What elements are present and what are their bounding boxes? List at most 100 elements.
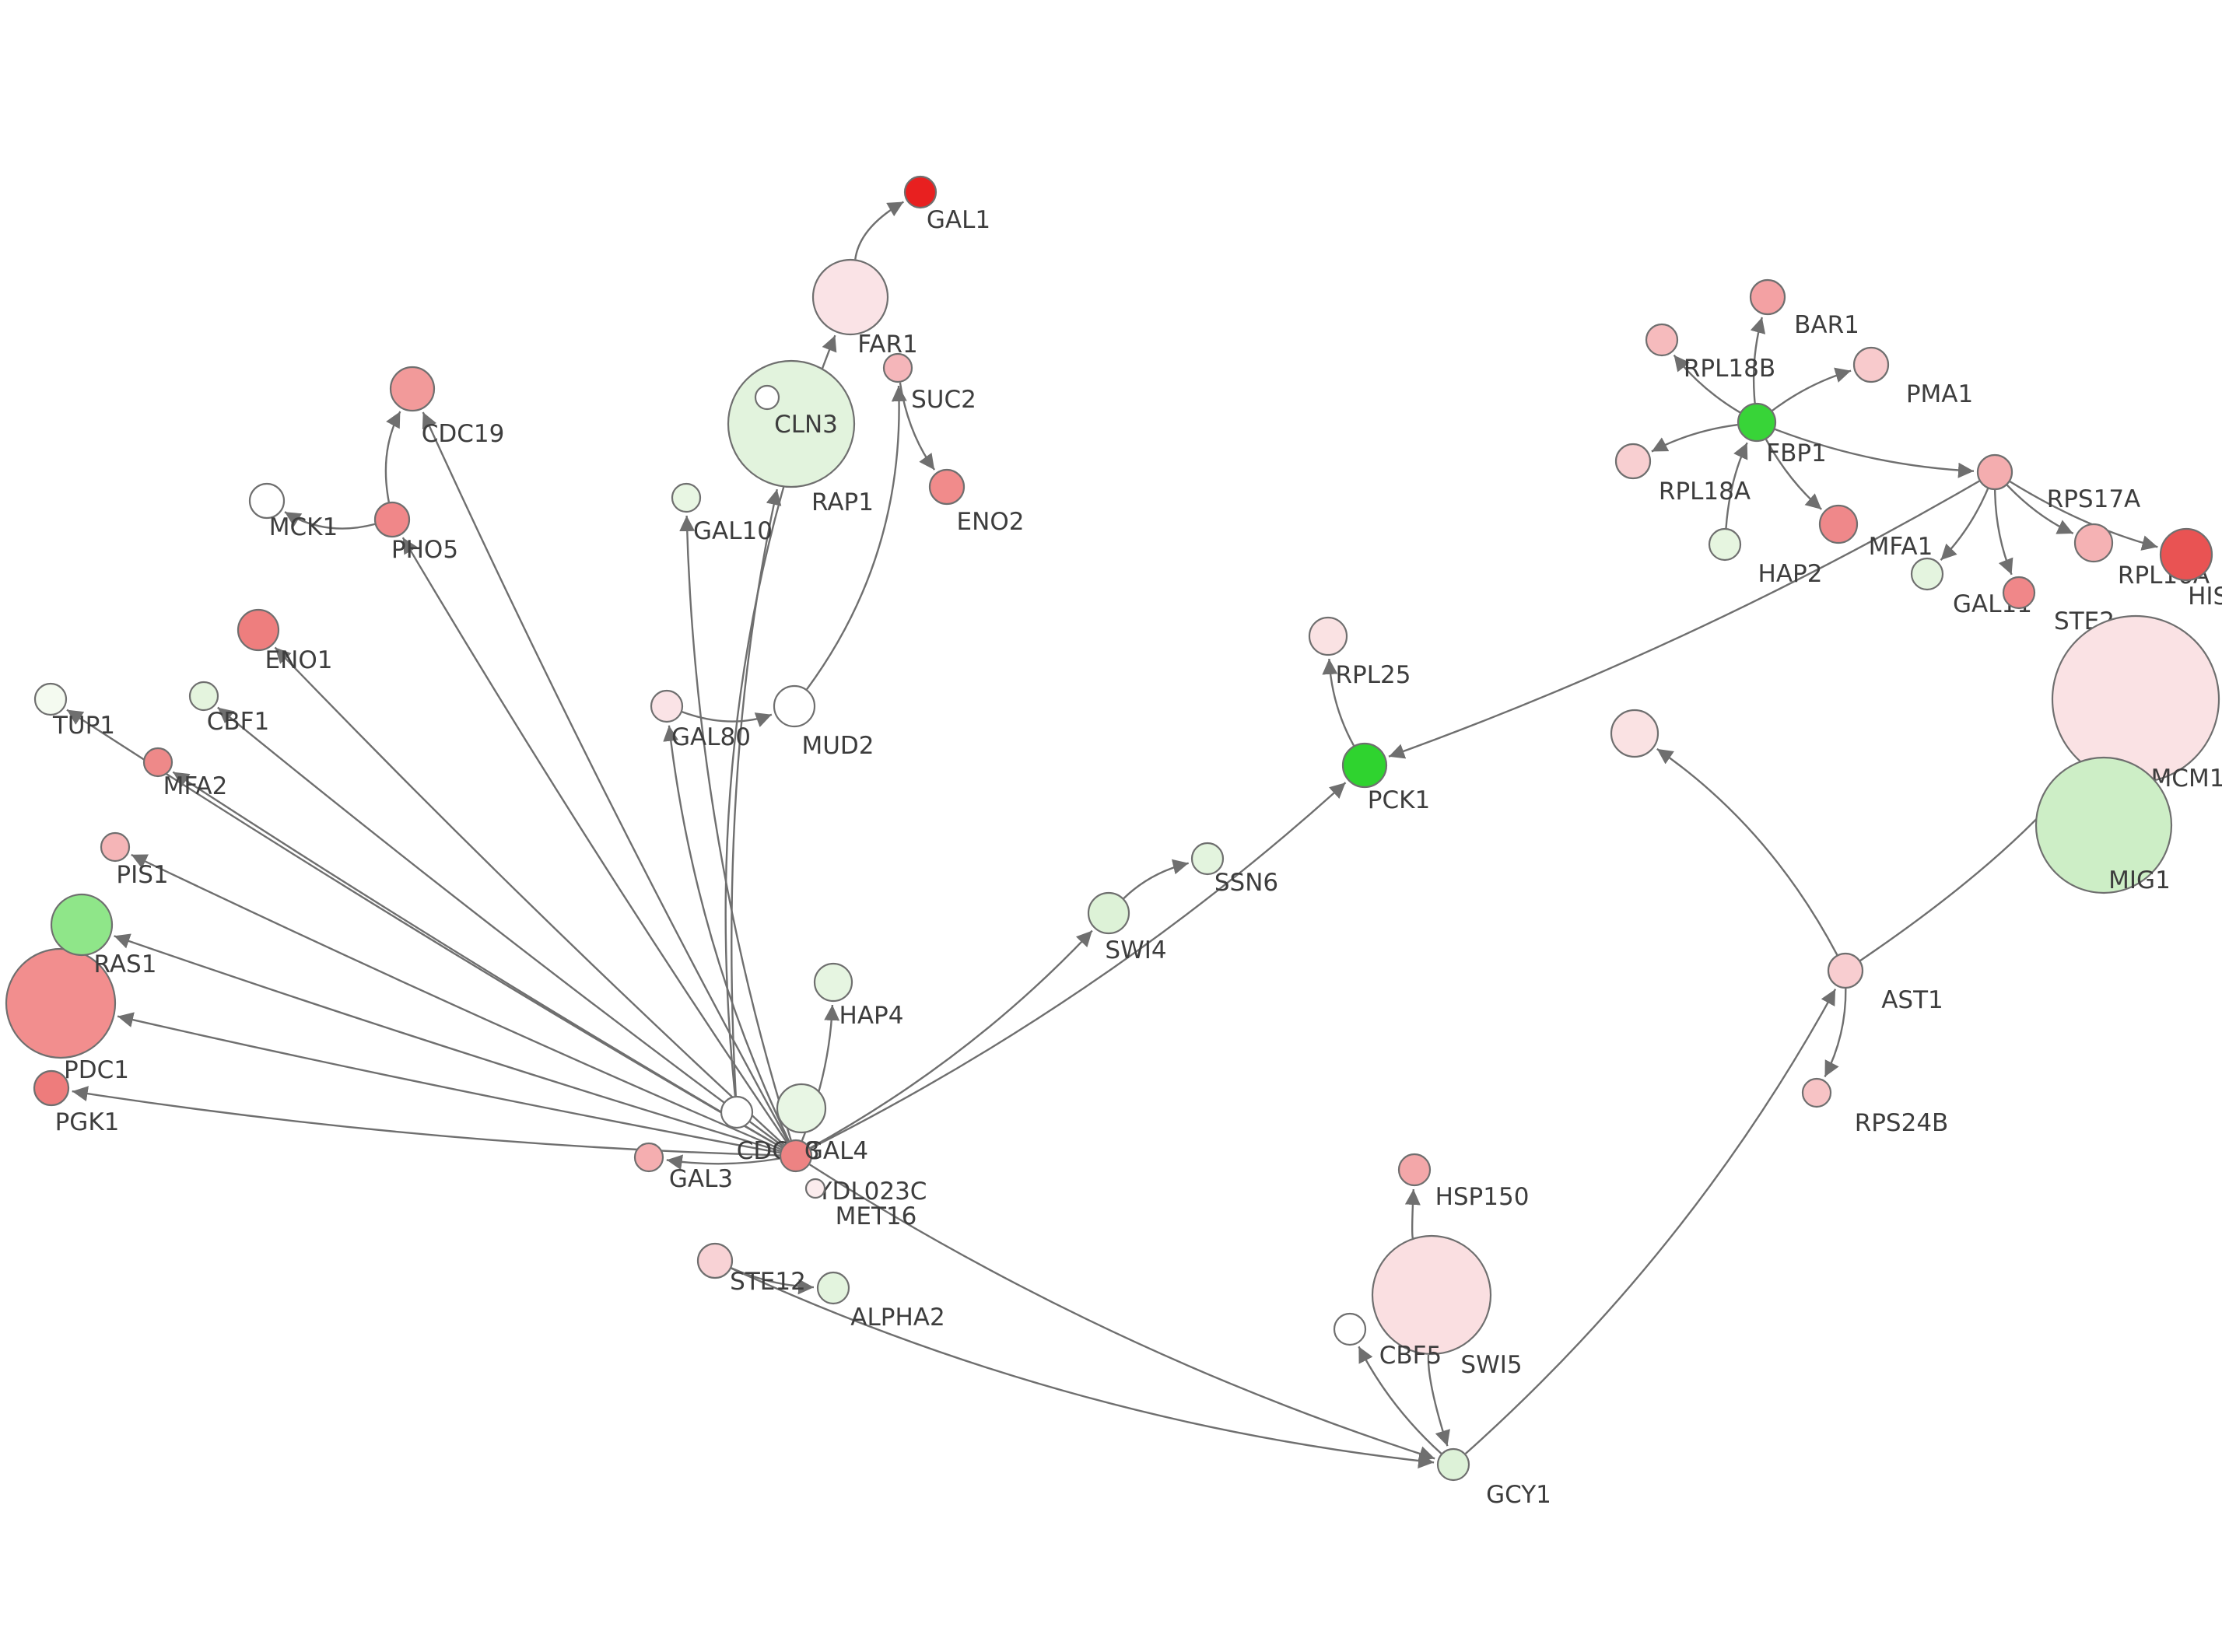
node-CBF1[interactable] — [188, 681, 219, 712]
node-RAS1[interactable] — [50, 893, 114, 957]
edge-SWI5-HSP150[interactable] — [1404, 1188, 1421, 1239]
edge-FBP1-RPL18A[interactable] — [1651, 424, 1738, 453]
node-FBP1[interactable] — [1737, 402, 1777, 443]
edge-GAL4-GCY1[interactable] — [809, 1164, 1435, 1461]
node-MCM1[interactable] — [2051, 614, 2220, 784]
edge-GAL4-SWI4[interactable] — [809, 929, 1093, 1149]
edge-GAL4-PDC1[interactable] — [117, 1012, 780, 1154]
node-RAP1[interactable] — [754, 384, 780, 411]
node-RPS24B[interactable] — [1801, 1077, 1832, 1108]
node-MFA1[interactable] — [1818, 504, 1859, 544]
edge-AST1-NODE1[interactable] — [1656, 747, 1838, 956]
edge-SWI5-GCY1[interactable] — [1427, 1354, 1450, 1447]
edge-RPS17A-PCK1[interactable] — [1388, 480, 1980, 759]
edge-RPS17A-GAL11[interactable] — [1940, 488, 1989, 561]
edge-FBP1-BAR1[interactable] — [1750, 317, 1766, 404]
node-MIG1[interactable] — [2034, 756, 2173, 894]
edge-GAL4-PHO5[interactable] — [401, 537, 788, 1143]
node-RPS17A[interactable] — [1976, 453, 2013, 491]
node-SSN6[interactable] — [1190, 842, 1225, 876]
node-PCK1[interactable] — [1341, 742, 1388, 789]
edge-RPS17A-STE2[interactable] — [1994, 489, 2013, 576]
node-GAL4[interactable] — [779, 1139, 813, 1173]
node-CDC28[interactable] — [720, 1095, 754, 1129]
edge-HAP2-FBP1[interactable] — [1725, 442, 1748, 529]
node-GAL1[interactable] — [903, 175, 938, 209]
node-HSP150[interactable] — [1397, 1153, 1432, 1187]
edge-CDC28-CLN3[interactable] — [731, 488, 782, 1097]
edge-GAL4-PGK1[interactable] — [72, 1086, 780, 1157]
node-YDL023C[interactable] — [776, 1083, 827, 1134]
edge-GAL4-GAL80[interactable] — [663, 725, 790, 1142]
edge-GCY1-AST1[interactable] — [1464, 989, 1837, 1454]
edge-FBP1-PMA1[interactable] — [1772, 367, 1852, 411]
edge-RPS17A-RPL16A[interactable] — [2006, 484, 2074, 534]
node-MCK1[interactable] — [248, 482, 286, 520]
node-label-RPL25: RPL25 — [1336, 661, 1411, 689]
edge-AST1-RPS24B[interactable] — [1824, 988, 1847, 1078]
edge-STE12-ALPHA2[interactable] — [731, 1267, 815, 1295]
edge-RPS17A-HIS4[interactable] — [2009, 481, 2158, 551]
node-HIS4[interactable] — [2159, 527, 2213, 582]
node-HAP4[interactable] — [813, 962, 853, 1003]
node-FAR1[interactable] — [811, 258, 889, 336]
edge-PCK1-RPL25[interactable] — [1322, 658, 1355, 747]
node-ALPHA2[interactable] — [816, 1271, 850, 1305]
edge-PHO5-CDC19[interactable] — [384, 411, 401, 502]
node-PIS1[interactable] — [100, 831, 131, 863]
node-RPL18A[interactable] — [1614, 443, 1652, 480]
node-PDC1[interactable] — [5, 947, 117, 1059]
node-GAL3[interactable] — [633, 1142, 664, 1173]
node-SUC2[interactable] — [882, 352, 913, 383]
node-GCY1[interactable] — [1436, 1447, 1470, 1482]
node-CDC19[interactable] — [389, 366, 436, 412]
node-MFA2[interactable] — [142, 747, 173, 778]
node-label-SSN6: SSN6 — [1214, 869, 1278, 897]
edge-STE12-GCY1[interactable] — [731, 1267, 1435, 1469]
node-GAL80[interactable] — [650, 689, 684, 723]
edge-PHO5-MCK1[interactable] — [284, 511, 376, 530]
edge-FAR1-GAL1[interactable] — [854, 201, 905, 260]
edge-GAL4-PIS1[interactable] — [131, 853, 782, 1150]
edge-GAL4-GAL3[interactable] — [666, 1154, 780, 1171]
node-label-GAL80: GAL80 — [671, 723, 751, 751]
edge-MUD2-SUC2[interactable] — [806, 385, 907, 691]
edge-FBP1-RPL18B[interactable] — [1673, 354, 1741, 414]
edge-GAL4-CBF1[interactable] — [217, 706, 783, 1147]
node-PHO5[interactable] — [373, 501, 411, 538]
node-label-ENO2: ENO2 — [957, 508, 1025, 536]
edge-GAL4-ENO1[interactable] — [274, 646, 785, 1146]
node-label-RPL18B: RPL18B — [1684, 355, 1775, 383]
node-AST1[interactable] — [1827, 952, 1864, 989]
node-BAR1[interactable] — [1749, 278, 1786, 316]
node-MUD2[interactable] — [773, 684, 816, 728]
node-SWI4[interactable] — [1087, 891, 1130, 935]
node-NODE1[interactable] — [1610, 709, 1659, 758]
node-SWI5[interactable] — [1371, 1234, 1492, 1356]
node-ENO1[interactable] — [237, 608, 280, 652]
node-PGK1[interactable] — [33, 1069, 70, 1107]
node-TUP1[interactable] — [33, 682, 68, 716]
node-RPL25[interactable] — [1308, 616, 1348, 656]
edge-FBP1-MFA1[interactable] — [1765, 439, 1822, 510]
edge-GAL4-MFA2[interactable] — [172, 771, 783, 1149]
edge-GCY1-CBF5[interactable] — [1358, 1346, 1442, 1454]
edge-SWI4-SSN6[interactable] — [1123, 859, 1189, 899]
node-ENO2[interactable] — [928, 468, 966, 506]
node-STE12[interactable] — [696, 1242, 734, 1279]
node-PMA1[interactable] — [1852, 346, 1890, 383]
node-CBF5[interactable] — [1333, 1312, 1367, 1346]
edge-GAL4-GAL10[interactable] — [679, 515, 792, 1141]
node-label-HAP4: HAP4 — [839, 1002, 904, 1030]
node-MET16[interactable] — [804, 1178, 826, 1199]
node-STE2[interactable] — [2002, 576, 2036, 610]
node-GAL10[interactable] — [671, 482, 702, 513]
node-RPL18B[interactable] — [1645, 323, 1679, 357]
node-GAL11[interactable] — [1910, 557, 1944, 591]
node-RPL16A[interactable] — [2073, 523, 2114, 563]
edge-FBP1-RPS17A[interactable] — [1774, 428, 1975, 478]
edge-GAL80-MUD2[interactable] — [682, 711, 773, 727]
edge-GAL4-PCK1[interactable] — [810, 782, 1347, 1150]
edge-GAL4-RAS1[interactable] — [114, 933, 781, 1153]
node-HAP2[interactable] — [1708, 527, 1742, 562]
